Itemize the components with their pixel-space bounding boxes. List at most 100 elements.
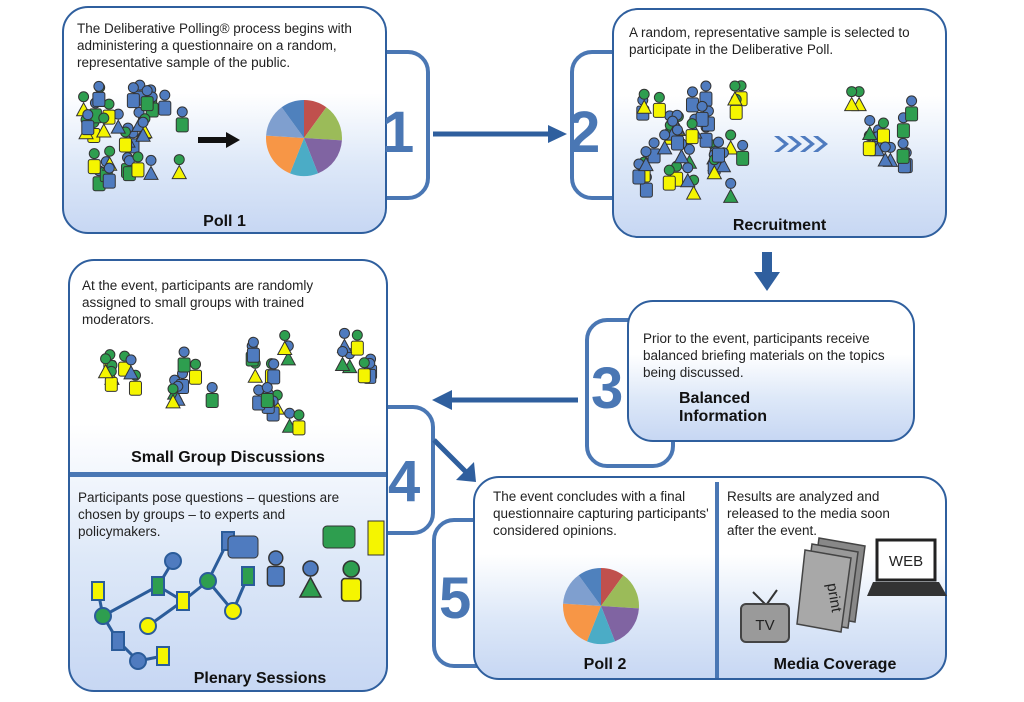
person-icon bbox=[158, 89, 172, 116]
person-icon bbox=[102, 162, 116, 189]
pie-slice bbox=[290, 138, 318, 176]
arrow-2-to-3 bbox=[754, 252, 780, 291]
step-3-description: Prior to the event, participants receive… bbox=[643, 331, 885, 380]
person-icon bbox=[246, 336, 260, 363]
arrow-4-to-5 bbox=[432, 438, 476, 482]
person-icon bbox=[267, 358, 281, 385]
step-4b-description: Participants pose questions – questions … bbox=[78, 490, 340, 539]
tv-icon: TV bbox=[740, 589, 790, 643]
step-5b-label: Media Coverage bbox=[773, 656, 897, 673]
small-groups bbox=[97, 327, 378, 436]
person-icon bbox=[189, 358, 203, 385]
person-icon bbox=[340, 560, 362, 602]
arrow-1-to-2 bbox=[433, 125, 567, 143]
person-icon bbox=[334, 345, 351, 371]
pie-chart-icon bbox=[563, 568, 639, 644]
person-icon bbox=[110, 108, 127, 134]
person-icon bbox=[266, 550, 285, 587]
person-icon bbox=[92, 80, 106, 107]
pie-slice bbox=[266, 135, 304, 174]
pie-slice bbox=[587, 606, 615, 644]
person-icon bbox=[357, 357, 371, 384]
person-icon bbox=[905, 95, 919, 122]
pie-slice bbox=[563, 575, 601, 606]
person-icon bbox=[861, 114, 878, 140]
person-icon bbox=[877, 141, 894, 167]
step-5-box: 5 The event concludes with a final quest… bbox=[439, 476, 947, 680]
pie-slice bbox=[578, 568, 601, 606]
pie-slice bbox=[601, 606, 639, 642]
step-4a-label: Small Group Discussions bbox=[131, 449, 325, 466]
person-icon bbox=[95, 112, 112, 138]
person-icon bbox=[171, 154, 188, 180]
person-icon bbox=[727, 80, 743, 106]
person-icon bbox=[177, 346, 191, 373]
crowd-2 bbox=[632, 80, 750, 203]
tv-label: TV bbox=[755, 617, 774, 634]
person-icon bbox=[143, 154, 159, 180]
person-icon bbox=[652, 91, 666, 118]
person-icon bbox=[350, 329, 364, 356]
step-2-number: 2 bbox=[568, 100, 601, 165]
step-5-number: 5 bbox=[439, 566, 472, 631]
step-5a-label: Poll 2 bbox=[583, 656, 627, 673]
person-icon bbox=[292, 409, 306, 436]
person-icon bbox=[670, 124, 684, 151]
pie-slice bbox=[304, 107, 342, 141]
step-4-number: 4 bbox=[388, 449, 421, 514]
step-4-box: At the event, participants are randomly … bbox=[68, 259, 420, 692]
step-3-box: 3 Prior to the event, participants recei… bbox=[591, 300, 915, 442]
step-3-label: Balanced Information bbox=[679, 390, 767, 425]
person-icon bbox=[896, 137, 910, 164]
person-icon bbox=[662, 164, 676, 191]
person-icon bbox=[712, 136, 726, 163]
person-icon bbox=[298, 560, 323, 598]
print-icon: print bbox=[796, 537, 866, 633]
step-4-divider bbox=[70, 472, 386, 477]
crowd-2-selected bbox=[843, 86, 919, 174]
pie-slice bbox=[601, 568, 624, 606]
person-icon bbox=[175, 106, 189, 133]
plenary-network bbox=[91, 520, 385, 670]
person-icon bbox=[97, 353, 114, 379]
print-label: print bbox=[823, 582, 845, 615]
person-icon bbox=[656, 129, 673, 155]
person-icon bbox=[260, 382, 274, 409]
person-icon bbox=[81, 109, 95, 136]
step-1-label: Poll 1 bbox=[203, 213, 246, 230]
person-icon bbox=[679, 162, 696, 188]
pie-slice bbox=[266, 107, 304, 138]
pie-slice bbox=[563, 603, 601, 642]
person-icon bbox=[722, 177, 739, 203]
pie-slice bbox=[281, 100, 304, 138]
person-icon bbox=[876, 117, 890, 144]
pie-slice bbox=[601, 575, 639, 609]
step-2-label: Recruitment bbox=[732, 217, 827, 234]
person-icon bbox=[636, 88, 653, 114]
crowd-1 bbox=[75, 79, 189, 192]
arrow-3-to-4 bbox=[432, 390, 578, 410]
person-icon bbox=[87, 148, 101, 175]
person-icon bbox=[695, 100, 709, 127]
step-5-divider bbox=[715, 482, 719, 678]
person-icon bbox=[632, 158, 646, 185]
person-icon bbox=[276, 329, 293, 355]
step-1-number: 1 bbox=[382, 100, 415, 165]
person-icon bbox=[140, 85, 154, 112]
step-1-box: The Deliberative Polling® process begins… bbox=[62, 6, 414, 234]
person-icon bbox=[736, 139, 750, 166]
person-icon bbox=[685, 118, 699, 145]
person-icon bbox=[638, 146, 654, 172]
web-label: WEB bbox=[889, 553, 923, 570]
person-icon bbox=[123, 354, 139, 380]
person-icon bbox=[843, 86, 860, 112]
arrow-right-icon bbox=[198, 132, 240, 148]
pie-slice bbox=[304, 100, 327, 138]
step-2-description: A random, representative sample is selec… bbox=[629, 25, 910, 57]
person-icon bbox=[685, 86, 699, 113]
step-5b-description: Results are analyzed and released to the… bbox=[727, 489, 890, 538]
person-icon bbox=[205, 381, 219, 408]
person-icon bbox=[131, 151, 145, 178]
step-5a-description: The event concludes with a final questio… bbox=[493, 489, 709, 538]
person-icon bbox=[126, 82, 140, 109]
